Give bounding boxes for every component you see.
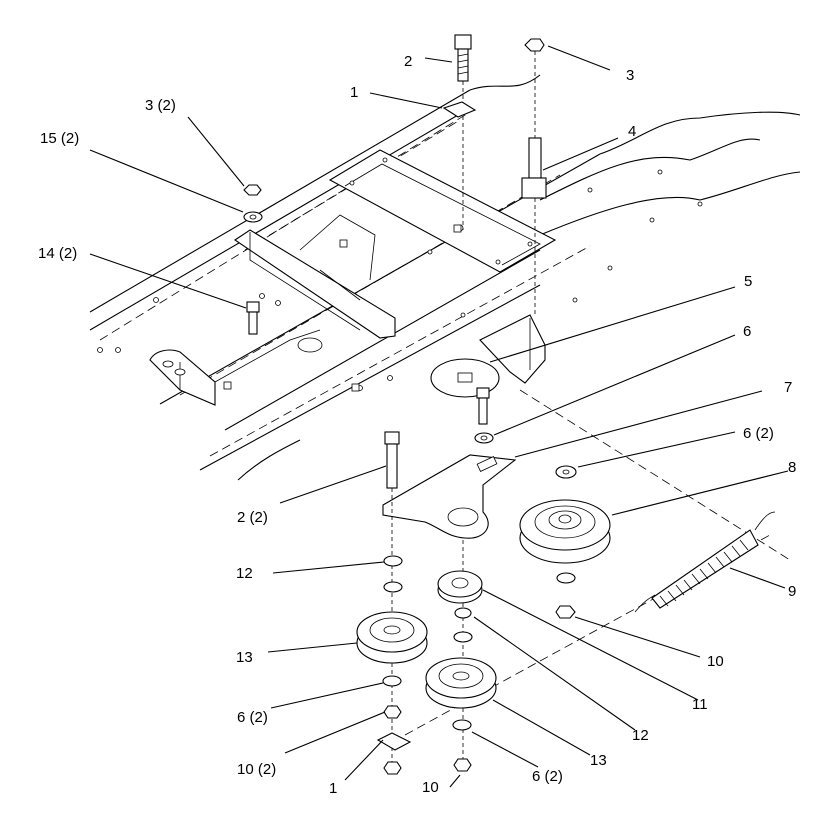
callout-5: 5 bbox=[744, 273, 752, 290]
washer-mid-2 bbox=[453, 631, 473, 643]
bolt-left bbox=[246, 301, 260, 335]
callout-1-top: 1 bbox=[350, 84, 358, 101]
callout-9: 9 bbox=[788, 583, 796, 600]
callout-6-2-right: 6 (2) bbox=[743, 425, 774, 442]
pulley-small bbox=[437, 570, 483, 604]
idler-bracket bbox=[382, 454, 517, 539]
pulley-left bbox=[356, 611, 428, 664]
clip-top bbox=[442, 101, 477, 118]
nut-left-stack bbox=[383, 705, 402, 719]
spindle bbox=[521, 137, 547, 315]
nut-mid-bottom bbox=[453, 758, 472, 772]
pulley-right bbox=[519, 499, 611, 564]
callout-11: 11 bbox=[692, 696, 708, 713]
nut-right bbox=[555, 605, 576, 619]
leader-lines bbox=[89, 45, 789, 788]
bolt-bracket bbox=[384, 431, 400, 765]
chassis-frame bbox=[89, 74, 801, 736]
callout-labels: 2 3 1 3 (2) 15 (2) 4 14 (2) 5 6 7 6 (2) … bbox=[38, 53, 796, 797]
washer-left-stack-1 bbox=[383, 555, 403, 567]
washer-mid-3 bbox=[452, 719, 472, 731]
callout-10-bottom: 10 bbox=[422, 779, 439, 796]
washer-left-stack-2 bbox=[383, 581, 403, 593]
washer-mid-1 bbox=[454, 607, 472, 619]
callout-1-bottom: 1 bbox=[329, 780, 337, 797]
callout-2-2: 2 (2) bbox=[237, 509, 268, 526]
pulley-mid bbox=[425, 657, 497, 709]
callout-8: 8 bbox=[788, 459, 796, 476]
callout-13-mid: 13 bbox=[590, 752, 607, 769]
callout-7: 7 bbox=[784, 379, 792, 396]
spring bbox=[634, 511, 776, 613]
callout-10-right: 10 bbox=[707, 653, 724, 670]
nut-top bbox=[524, 38, 545, 140]
callout-4: 4 bbox=[628, 123, 636, 140]
callout-3-top: 3 bbox=[626, 67, 634, 84]
bolt-mid bbox=[474, 387, 494, 444]
washer-left-stack-3 bbox=[382, 675, 402, 687]
callout-2-top: 2 bbox=[404, 53, 412, 70]
callout-14-2: 14 (2) bbox=[38, 245, 77, 262]
nut-left-bottom bbox=[383, 761, 402, 775]
callout-6-2-bottom: 6 (2) bbox=[532, 768, 563, 785]
callout-3-2: 3 (2) bbox=[145, 97, 176, 114]
callout-12-left: 12 bbox=[236, 565, 253, 582]
parts bbox=[243, 34, 776, 775]
washer-right-bottom bbox=[556, 572, 576, 584]
callout-15-2: 15 (2) bbox=[40, 130, 79, 147]
nut-left bbox=[243, 184, 262, 196]
callout-12-mid: 12 bbox=[632, 727, 649, 744]
callout-13-left: 13 bbox=[236, 649, 253, 666]
callout-6: 6 bbox=[743, 323, 751, 340]
callout-10-2: 10 (2) bbox=[237, 761, 276, 778]
clip-bottom bbox=[376, 732, 412, 751]
callout-6-2-left: 6 (2) bbox=[237, 709, 268, 726]
